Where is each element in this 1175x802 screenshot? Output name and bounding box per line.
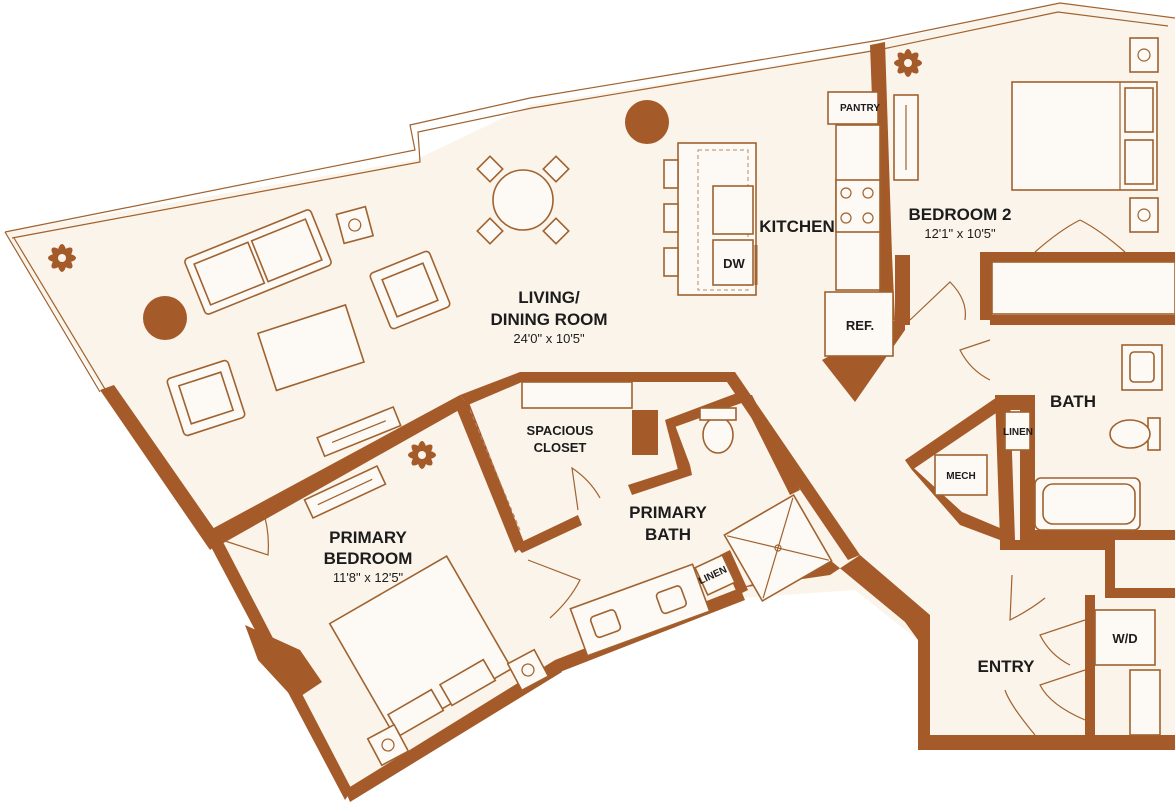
primary-bath-fixtures bbox=[569, 407, 833, 657]
walls bbox=[100, 42, 1175, 802]
washer-dryer-label: W/D bbox=[1112, 631, 1137, 646]
mech-closet bbox=[934, 454, 988, 496]
refrigerator-label: REF. bbox=[846, 318, 874, 333]
bed bbox=[1011, 81, 1158, 191]
kitchen-counter bbox=[824, 91, 894, 357]
bath-label: BATH bbox=[1050, 392, 1096, 411]
bedroom2-dimensions: 12'1" x 10'5" bbox=[924, 226, 996, 241]
nightstand bbox=[506, 648, 550, 692]
primary-bath-label-line1: PRIMARY bbox=[629, 503, 707, 522]
washer-dryer-closet bbox=[1094, 609, 1161, 736]
living-room-label-line2: DINING ROOM bbox=[490, 310, 607, 329]
closet-label-line2: CLOSET bbox=[534, 440, 587, 455]
armchair bbox=[369, 250, 451, 330]
living-room-dimensions: 24'0" x 10'5" bbox=[513, 331, 585, 346]
bedroom2-label: BEDROOM 2 bbox=[909, 205, 1012, 224]
linen-closet bbox=[1004, 411, 1031, 451]
sofa bbox=[184, 209, 332, 315]
plant-icon bbox=[408, 441, 436, 469]
bed bbox=[328, 555, 513, 738]
closet-label-line1: SPACIOUS bbox=[527, 423, 594, 438]
pantry-label: PANTRY bbox=[840, 103, 880, 114]
plant-icon bbox=[894, 49, 922, 77]
primary-bedroom-dimensions: 11'8" x 12'5" bbox=[333, 570, 404, 585]
bath-fixtures bbox=[1034, 344, 1163, 531]
entry-label: ENTRY bbox=[978, 657, 1036, 676]
end-table bbox=[335, 205, 375, 245]
nightstand bbox=[1129, 37, 1159, 233]
dining-table bbox=[476, 155, 570, 245]
closet-doors bbox=[991, 219, 1175, 315]
closet-shelves bbox=[469, 381, 633, 531]
dresser bbox=[893, 94, 919, 181]
round-side-table bbox=[625, 100, 669, 144]
living-room-label-line1: LIVING/ bbox=[518, 288, 580, 307]
primary-bedroom-label-line2: BEDROOM bbox=[324, 549, 413, 568]
plant-icon bbox=[48, 244, 76, 272]
mech-label: MECH bbox=[946, 471, 975, 482]
round-side-table bbox=[143, 296, 187, 340]
dishwasher-label: DW bbox=[723, 256, 745, 271]
armchair bbox=[166, 359, 246, 437]
media-console bbox=[316, 405, 402, 458]
window-wall bbox=[4, 2, 1175, 395]
nightstand bbox=[366, 723, 410, 767]
bath-linen-label: LINEN bbox=[1003, 427, 1033, 438]
dresser bbox=[303, 464, 387, 520]
coffee-table bbox=[256, 303, 365, 392]
kitchen-label: KITCHEN bbox=[759, 217, 835, 236]
primary-bath-label-line2: BATH bbox=[645, 525, 691, 544]
primary-bedroom-label-line1: PRIMARY bbox=[329, 528, 407, 547]
door-swings bbox=[221, 281, 1086, 736]
kitchen-island bbox=[663, 142, 758, 296]
